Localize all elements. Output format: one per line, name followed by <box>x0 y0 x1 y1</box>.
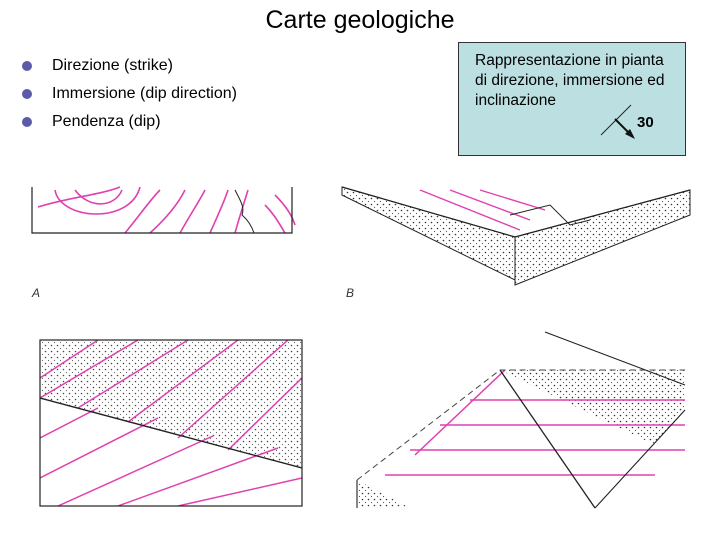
bullet-item: Pendenza (dip) <box>22 108 237 136</box>
figure-a-map: A <box>31 186 296 300</box>
figure-a-label: A <box>31 286 40 300</box>
figure-a-frame <box>31 187 293 234</box>
slide-title: Carte geologiche <box>265 6 455 34</box>
figure-c-strata <box>40 340 302 506</box>
bullet-text: Immersione (dip direction) <box>52 85 237 102</box>
figure-a-strata <box>37 186 296 234</box>
figure-d-block <box>356 331 686 509</box>
figure-b-top-edge <box>341 186 691 238</box>
bullet-dot-icon <box>22 61 32 71</box>
figure-d-lower-dotted <box>357 480 410 508</box>
figure-d-dotted-area <box>500 370 685 445</box>
figure-a-contour <box>234 189 255 234</box>
bullet-item: Immersione (dip direction) <box>22 80 237 108</box>
bullet-text: Direzione (strike) <box>52 57 173 74</box>
bullet-text: Pendenza (dip) <box>52 113 161 130</box>
figure-d-fault-line <box>499 369 596 509</box>
figure-c-dotted-area <box>40 340 302 468</box>
bullet-dot-icon <box>22 117 32 127</box>
figure-c-fault-line <box>40 397 302 469</box>
bullet-item: Direzione (strike) <box>22 52 237 80</box>
bullet-dot-icon <box>22 89 32 99</box>
figure-d-top-edge <box>544 331 686 386</box>
strike-dip-arrow-icon <box>600 104 635 139</box>
note-box: Rappresentazione in pianta di direzione,… <box>458 42 686 156</box>
figure-d-dashed-edge <box>356 369 685 481</box>
figure-c-frame <box>39 339 303 507</box>
note-text: Rappresentazione in pianta di direzione,… <box>475 52 665 109</box>
figure-b-block: B <box>341 186 691 300</box>
figure-d-side-edges <box>356 409 686 509</box>
bullet-list: Direzione (strike) Immersione (dip direc… <box>22 52 237 136</box>
figure-b-contour <box>509 204 591 226</box>
figure-d-strata <box>385 369 685 476</box>
figure-b-front-left-face <box>341 186 516 281</box>
figure-b-label: B <box>346 286 354 300</box>
figure-c-map <box>39 339 303 507</box>
figure-b-strata <box>419 189 546 231</box>
dip-value: 30 <box>637 114 654 131</box>
figure-b-front-right-face <box>514 189 691 286</box>
